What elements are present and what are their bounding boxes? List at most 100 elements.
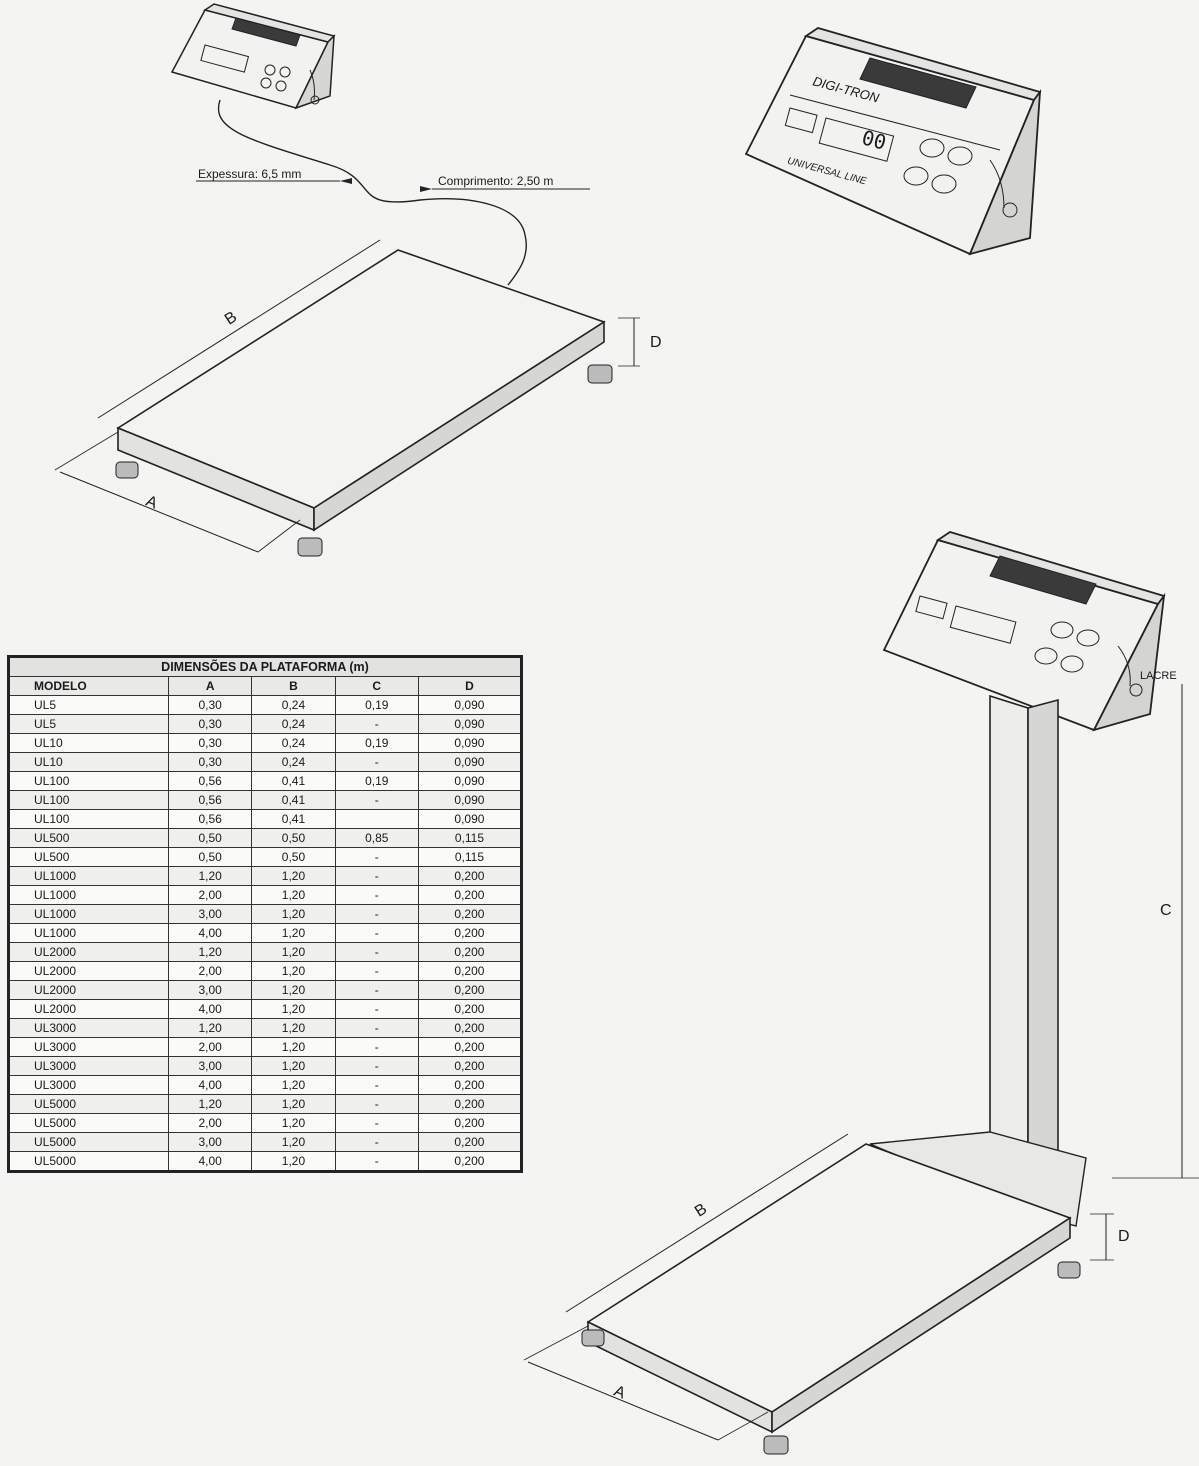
table-cell: 4,00	[167, 999, 253, 1019]
top-dim-d-label: D	[650, 334, 662, 351]
table-cell: 0,50	[251, 828, 336, 848]
table-cell: UL100	[8, 790, 169, 810]
table-cell: 0,24	[251, 752, 336, 772]
table-cell: -	[334, 714, 419, 734]
table-cell: 0,090	[417, 771, 523, 791]
table-cell: -	[334, 847, 419, 867]
cable-length-label: Comprimento: 2,50 m	[438, 174, 554, 188]
table-cell: UL1000	[8, 923, 169, 943]
bottom-dim-d-label: D	[1118, 1228, 1130, 1245]
table-cell: 0,200	[417, 1037, 523, 1057]
table-cell: 4,00	[167, 1075, 253, 1095]
table-cell	[334, 809, 419, 829]
table-cell: 4,00	[167, 923, 253, 943]
header-modelo: MODELO	[8, 676, 169, 696]
seal-label: LACRE	[1140, 670, 1177, 682]
table-cell: -	[334, 790, 419, 810]
header-b: B	[251, 676, 336, 696]
table-cell: -	[334, 980, 419, 1000]
table-cell: 1,20	[251, 980, 336, 1000]
table-cell: -	[334, 942, 419, 962]
table-cell: UL3000	[8, 1037, 169, 1057]
table-cell: UL5000	[8, 1094, 169, 1114]
table-cell: UL1000	[8, 885, 169, 905]
table-cell: 0,30	[167, 695, 253, 715]
table-cell: UL500	[8, 847, 169, 867]
table-cell: 0,50	[167, 828, 253, 848]
table-cell: UL5000	[8, 1132, 169, 1152]
table-cell: 0,200	[417, 923, 523, 943]
table-cell: 2,00	[167, 1037, 253, 1057]
table-cell: -	[334, 1056, 419, 1076]
table-cell: -	[334, 885, 419, 905]
table-cell: 1,20	[251, 1094, 336, 1114]
table-cell: 1,20	[251, 1018, 336, 1038]
table-cell: 0,090	[417, 695, 523, 715]
table-cell: 0,090	[417, 752, 523, 772]
table-cell: UL5	[8, 714, 169, 734]
table-cell: UL3000	[8, 1056, 169, 1076]
table-cell: 0,200	[417, 866, 523, 886]
table-cell: 2,00	[167, 961, 253, 981]
table-cell: 0,090	[417, 733, 523, 753]
table-cell: 0,115	[417, 847, 523, 867]
table-cell: 0,200	[417, 1018, 523, 1038]
table-cell: 1,20	[167, 942, 253, 962]
table-cell: UL2000	[8, 961, 169, 981]
table-cell: UL1000	[8, 904, 169, 924]
table-cell: UL100	[8, 809, 169, 829]
table-cell: -	[334, 904, 419, 924]
table-cell: 1,20	[251, 999, 336, 1019]
table-cell: 0,200	[417, 942, 523, 962]
table-cell: -	[334, 1132, 419, 1152]
table-cell: 0,24	[251, 714, 336, 734]
table-cell: 0,19	[334, 733, 419, 753]
table-cell: UL3000	[8, 1018, 169, 1038]
table-cell: 0,200	[417, 1132, 523, 1152]
table-cell: 0,24	[251, 733, 336, 753]
table-cell: 1,20	[251, 923, 336, 943]
table-cell: 1,20	[251, 1056, 336, 1076]
table-cell: 3,00	[167, 904, 253, 924]
table-cell: UL500	[8, 828, 169, 848]
table-cell: 0,30	[167, 714, 253, 734]
table-cell: UL5000	[8, 1151, 169, 1172]
table-cell: 0,50	[251, 847, 336, 867]
table-cell: 1,20	[251, 942, 336, 962]
header-a: A	[167, 676, 253, 696]
table-cell: 0,41	[251, 771, 336, 791]
table-cell: 1,20	[251, 1132, 336, 1152]
table-cell: -	[334, 1151, 419, 1172]
table-cell: 0,200	[417, 885, 523, 905]
table-cell: 1,20	[167, 1018, 253, 1038]
table-cell: 2,00	[167, 1113, 253, 1133]
table-cell: 0,200	[417, 1094, 523, 1114]
table-cell: UL1000	[8, 866, 169, 886]
table-cell: UL3000	[8, 1075, 169, 1095]
table-cell: 0,090	[417, 790, 523, 810]
table-cell: 3,00	[167, 980, 253, 1000]
table-cell: -	[334, 999, 419, 1019]
header-c: C	[334, 676, 419, 696]
header-d: D	[417, 676, 523, 696]
table-cell: 0,56	[167, 790, 253, 810]
table-cell: 0,19	[334, 695, 419, 715]
platform-dimensions-table: DIMENSÕES DA PLATAFORMA (m) MODELO A B C…	[7, 655, 523, 1173]
table-cell: 0,200	[417, 1151, 523, 1172]
